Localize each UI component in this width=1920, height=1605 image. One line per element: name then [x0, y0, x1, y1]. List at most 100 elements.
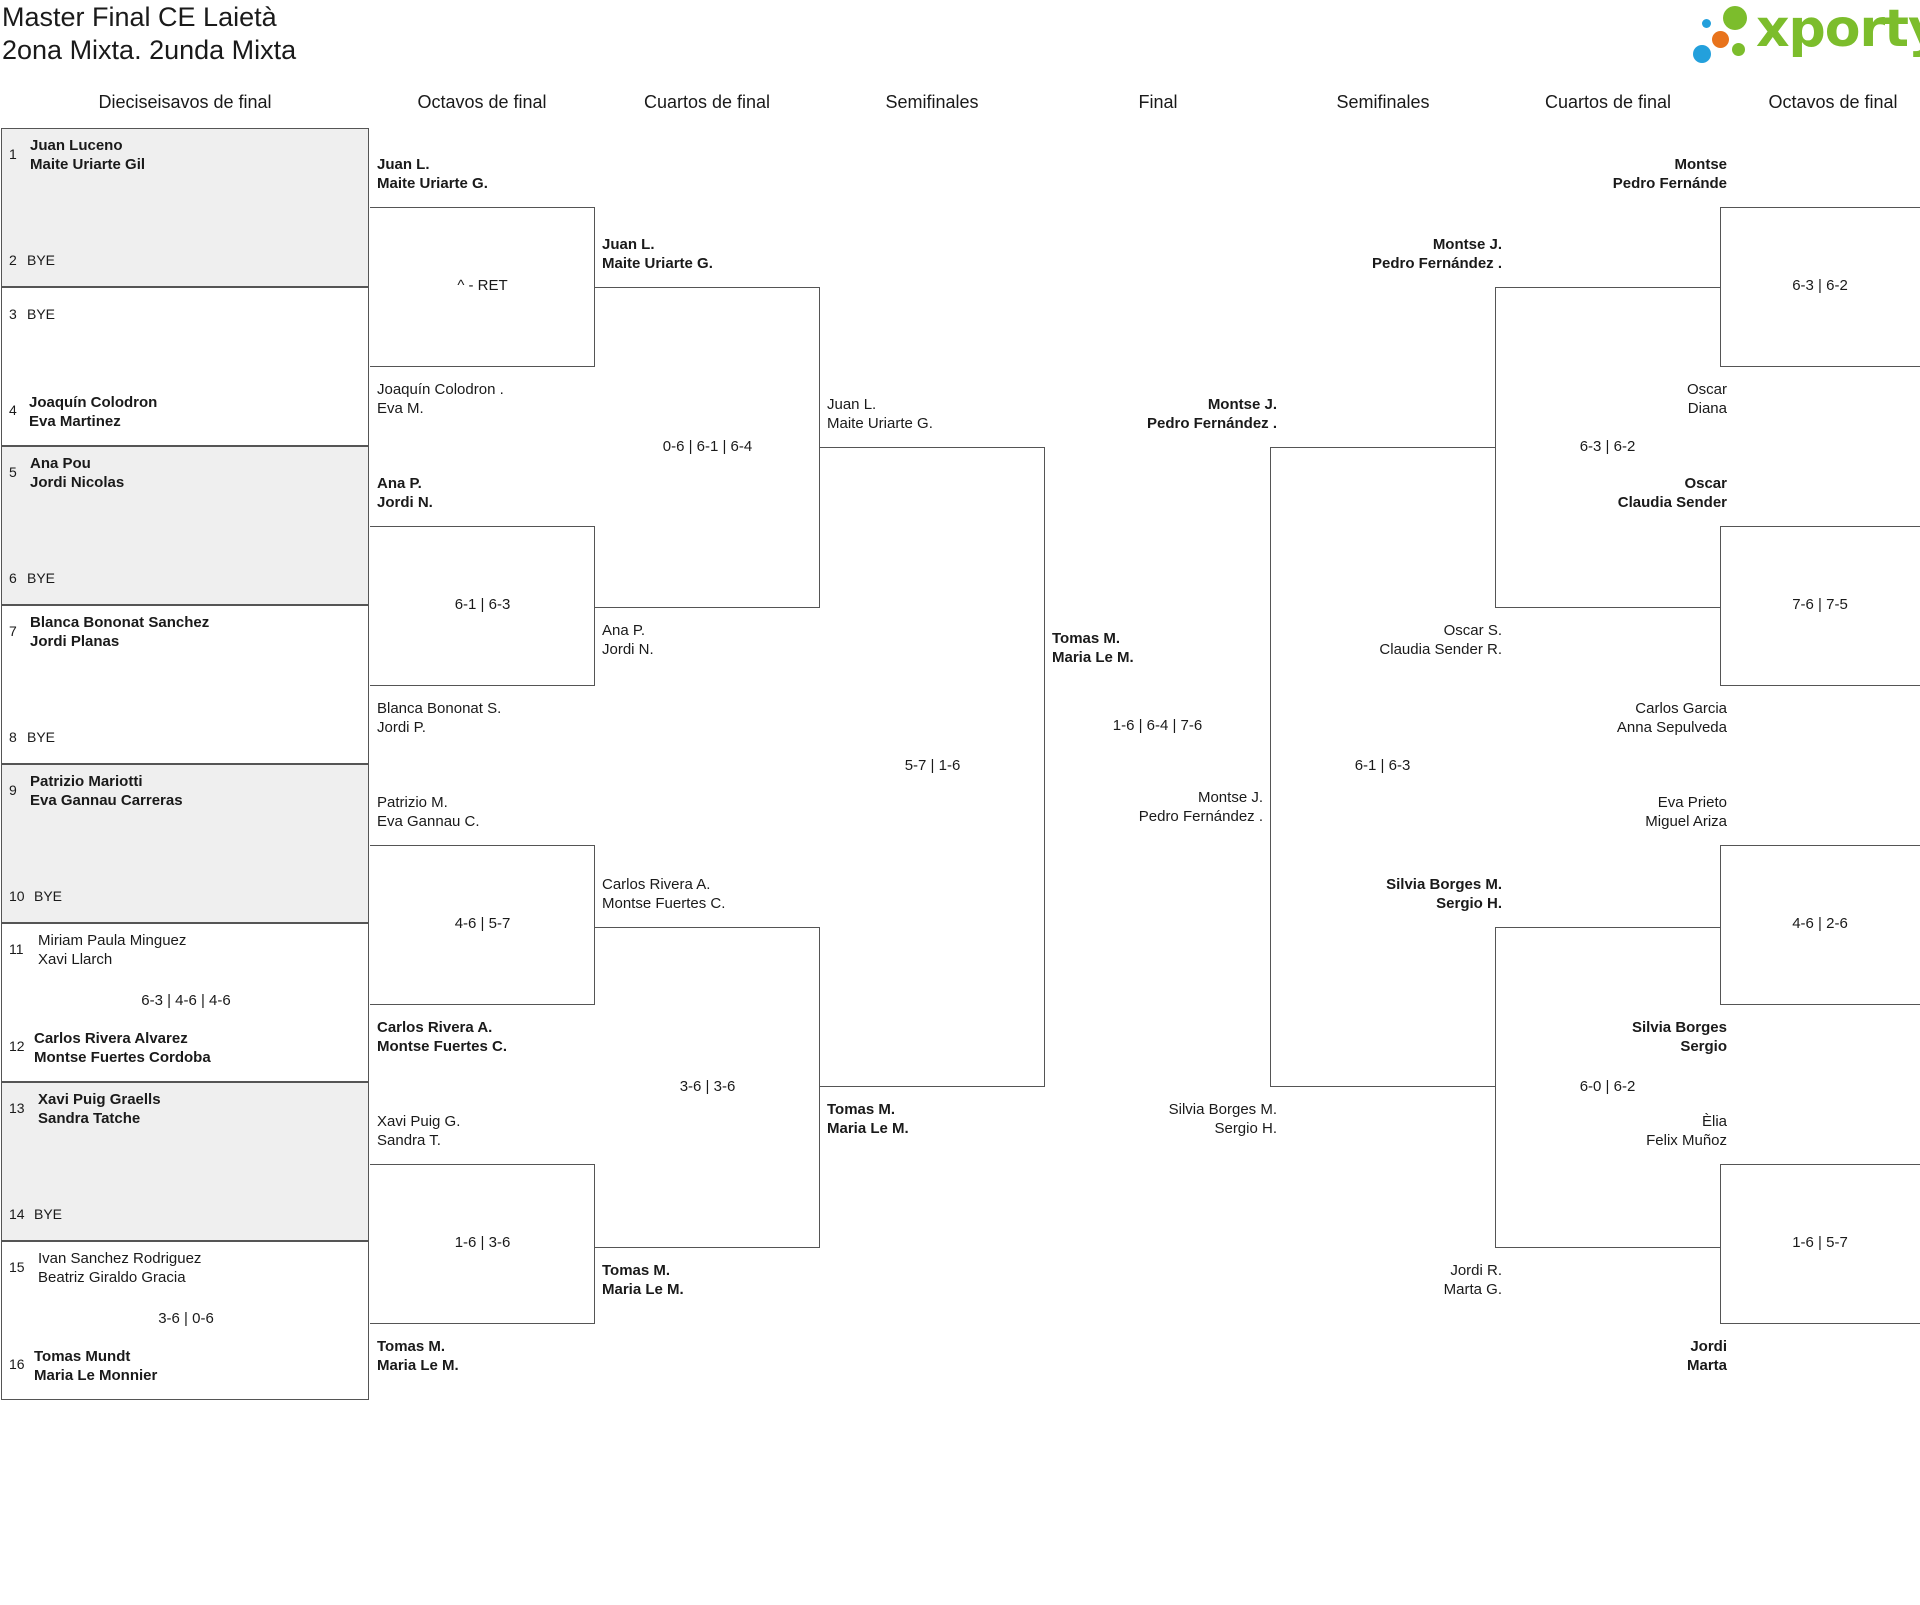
bye-label: BYE	[27, 729, 56, 745]
logo-dot-green-icon	[1723, 6, 1747, 30]
team-names: Juan L.Maite Uriarte G.	[377, 155, 488, 193]
team-names: Juan L.Maite Uriarte G.	[827, 395, 933, 433]
team-names: Juan L.Maite Uriarte G.	[602, 235, 713, 273]
team-names: Montse J.Pedro Fernández .	[1147, 395, 1277, 433]
match-score: ^ - RET	[457, 277, 508, 294]
tournament-title: Master Final CE Laietà	[2, 2, 277, 32]
round-header: Cuartos de final	[1544, 92, 1672, 112]
player-name: Maite Uriarte G.	[602, 255, 713, 272]
player-name: Miguel Ariza	[1645, 813, 1727, 830]
player-name: Oscar S.	[1443, 622, 1502, 639]
player-name: Blanca Bononat Sanchez	[30, 614, 210, 631]
player-name: Maria Le M.	[602, 1281, 684, 1298]
bracket-match	[1720, 845, 1920, 1005]
team-names: Blanca Bononat S.Jordi P.	[377, 699, 501, 737]
player-name: Maite Uriarte G.	[827, 415, 933, 432]
seed-number: 5	[9, 464, 17, 480]
player-name: Montse Fuertes Cordoba	[34, 1049, 211, 1066]
xporty-logo: xporty	[1690, 0, 1920, 71]
player-name: Tomas M.	[827, 1101, 896, 1118]
team-names: Xavi Puig G.Sandra T.	[377, 1112, 460, 1150]
player-name: Oscar	[1686, 381, 1727, 398]
logo-dot-orange-icon	[1712, 31, 1729, 48]
player-name: Montse Fuertes C.	[602, 895, 726, 912]
seed-number: 14	[9, 1206, 25, 1222]
team-names: Tomas M. Maria Le M.	[827, 1100, 909, 1138]
round-header: Semifinales	[885, 92, 979, 112]
player-name: Silvia Borges M.	[1386, 876, 1502, 893]
team-names: Carlos Rivera A. Montse Fuertes C.	[602, 875, 725, 913]
team-names: Tomas M.Maria Le M.	[602, 1261, 684, 1299]
player-name: Anna Sepulveda	[1616, 719, 1727, 736]
match-score: 4-6 | 2-6	[1792, 915, 1848, 932]
player-name: Sergio H.	[1214, 1120, 1277, 1137]
player-name: Jordi N.	[377, 494, 433, 511]
player-name: Carlos Rivera A.	[602, 876, 711, 893]
player-name: Patrizio M.	[377, 794, 448, 811]
player-name: Claudia Sender R.	[1379, 641, 1502, 658]
player-name: Beatriz Giraldo Gracia	[38, 1269, 186, 1286]
team-names: Patrizio M. Eva Gannau C.	[377, 793, 480, 831]
match-score: 3-6 | 0-6	[158, 1310, 214, 1327]
player-name: Sergio	[1680, 1038, 1727, 1055]
seed-number: 7	[9, 623, 17, 639]
match-score: 4-6 | 5-7	[454, 915, 511, 932]
player-name: Tomas M.	[377, 1338, 446, 1355]
team-names: Tomas M.Maria Le M.	[377, 1337, 459, 1375]
team-names: Oscar S. Claudia Sender R.	[1379, 621, 1502, 659]
seed-number: 3	[9, 306, 17, 322]
team-names: Tomas M.Maria Le M.	[1052, 629, 1134, 667]
team-names: Silvia Borges M. Sergio H.	[1386, 875, 1502, 913]
player-name: Sergio H.	[1436, 895, 1502, 912]
bracket-match	[1720, 1164, 1920, 1324]
bracket-match	[1720, 526, 1920, 686]
bye-label: BYE	[34, 888, 63, 904]
team-names: Silvia Borges M.Sergio H.	[1169, 1100, 1277, 1138]
bye-label: BYE	[27, 306, 56, 322]
round-header: Cuartos de final	[643, 92, 771, 112]
player-name: Pedro Fernández .	[1371, 255, 1502, 272]
player-name: Pedro Fernández .	[1146, 415, 1277, 432]
bye-label: BYE	[27, 570, 56, 586]
player-name: Eva Martinez	[29, 413, 121, 430]
draw-category-title: 2ona Mixta. 2unda Mixta	[2, 35, 297, 65]
player-name: Maite Uriarte Gil	[30, 156, 146, 173]
logo-dot-blue-small-icon	[1702, 19, 1711, 28]
player-name: Juan L.	[377, 156, 430, 173]
player-name: Jordi R.	[1450, 1262, 1502, 1279]
player-name: Joaquín Colodron	[29, 394, 158, 411]
bracket-match	[595, 287, 820, 608]
player-name: Maria Le M.	[827, 1120, 909, 1137]
player-name: Joaquín Colodron .	[377, 381, 504, 398]
player-name: Carlos Rivera Alvarez	[34, 1030, 188, 1047]
player-name: Sandra T.	[377, 1132, 441, 1149]
player-name: Diana	[1687, 400, 1727, 417]
bracket-match	[595, 927, 820, 1248]
player-name: Carlos Rivera A.	[377, 1019, 493, 1036]
round-header: Octavos de final	[417, 92, 547, 112]
player-name: Eva Gannau Carreras	[30, 792, 183, 809]
player-name: Eva Gannau C.	[377, 813, 480, 830]
match-score: 6-3 | 4-6 | 4-6	[141, 992, 231, 1009]
match-score: 0-6 | 6-1 | 6-4	[662, 437, 753, 455]
round-header: Semifinales	[1336, 92, 1430, 112]
bracket-match	[370, 845, 595, 1005]
player-name: Sandra Tatche	[38, 1110, 141, 1127]
seed-number: 12	[9, 1038, 25, 1054]
seed-number: 15	[9, 1259, 25, 1275]
bracket-match	[1495, 927, 1720, 1248]
